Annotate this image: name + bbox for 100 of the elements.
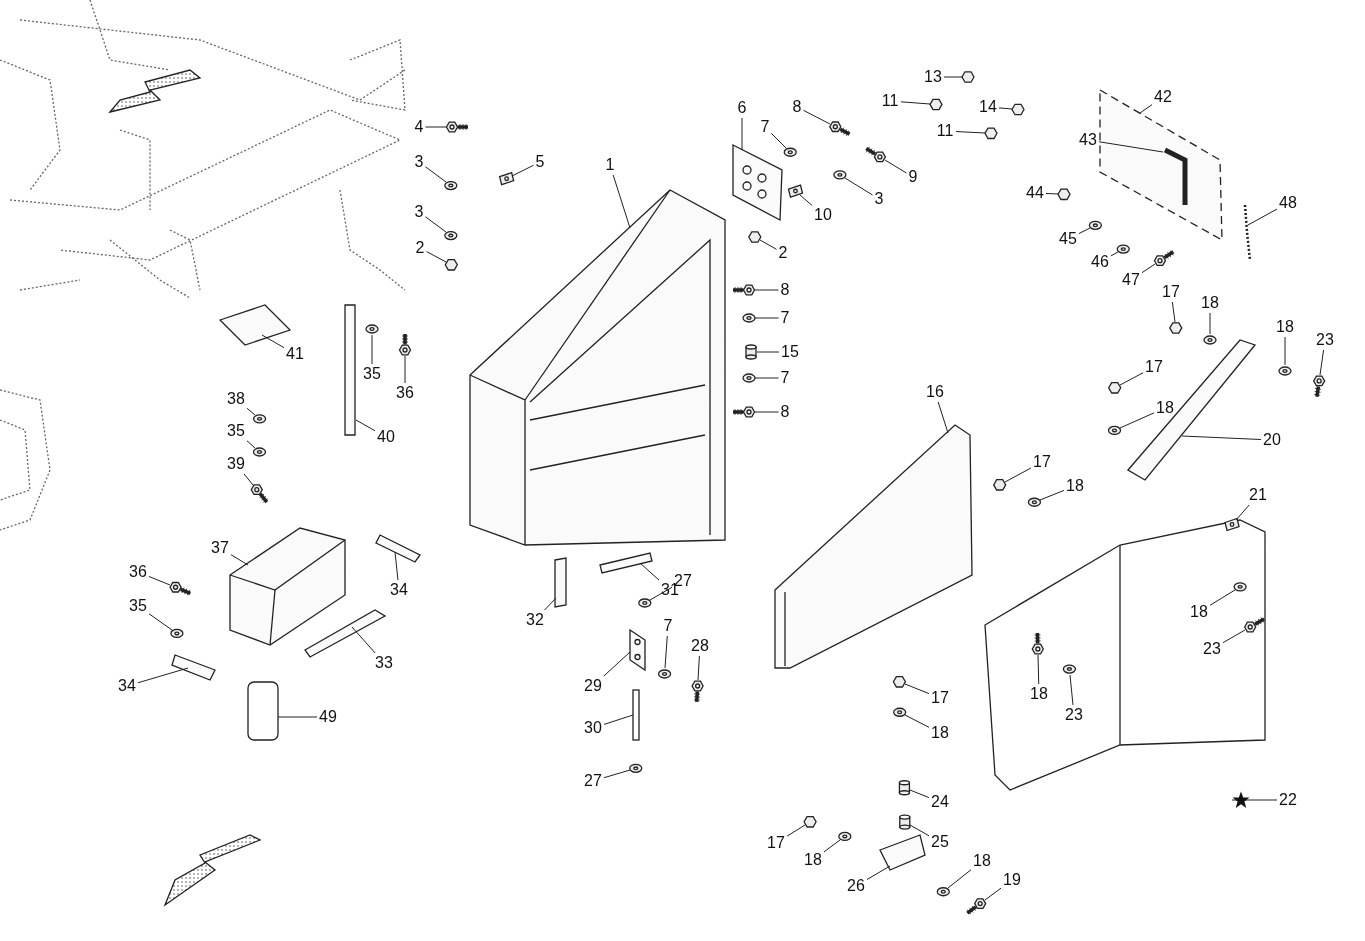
callout-number: 42 bbox=[1154, 88, 1172, 106]
leader-line bbox=[1110, 251, 1119, 257]
leader-line bbox=[1119, 412, 1155, 429]
washer-icon bbox=[1107, 425, 1122, 436]
callout-number: 6 bbox=[737, 99, 747, 117]
bolt-icon bbox=[733, 406, 756, 418]
washer-icon bbox=[742, 373, 756, 383]
callout-number: 25 bbox=[931, 833, 949, 851]
callout-number: 48 bbox=[1279, 194, 1297, 212]
strip-drawing bbox=[344, 304, 356, 436]
clamp-plate-drawing bbox=[375, 534, 421, 563]
leader-line bbox=[603, 769, 631, 779]
leader-line bbox=[148, 575, 171, 586]
washer-icon bbox=[833, 170, 847, 180]
callout-number: 7 bbox=[780, 369, 790, 387]
leader-line bbox=[246, 440, 256, 449]
callout-number: 18 bbox=[1066, 477, 1084, 495]
callout-number: 28 bbox=[691, 637, 709, 655]
leader-line bbox=[612, 174, 631, 229]
callout-number: 36 bbox=[129, 563, 147, 581]
washer-icon bbox=[252, 447, 267, 457]
callout-number: 47 bbox=[1122, 271, 1140, 289]
spacer-icon bbox=[745, 344, 757, 360]
leader-line bbox=[1139, 104, 1153, 114]
bolt-icon bbox=[733, 284, 756, 296]
leader-line bbox=[243, 473, 254, 486]
callout-number: 35 bbox=[363, 365, 381, 383]
leader-line bbox=[1119, 372, 1144, 386]
leader-line bbox=[1078, 227, 1091, 234]
callout-number: 9 bbox=[908, 168, 918, 186]
callout-number: 17 bbox=[1162, 283, 1180, 301]
callout-number: 23 bbox=[1065, 706, 1083, 724]
washer-icon bbox=[629, 763, 643, 773]
callout-number: 18 bbox=[1201, 294, 1219, 312]
bolt-icon bbox=[250, 484, 269, 504]
leader-line bbox=[697, 655, 700, 681]
handle-drawing bbox=[1163, 147, 1188, 205]
callout-number: 20 bbox=[1263, 431, 1281, 449]
leader-line bbox=[759, 239, 777, 250]
door-drawing bbox=[774, 424, 973, 669]
mounting-plate-drawing bbox=[218, 304, 292, 346]
leader-line bbox=[1231, 799, 1278, 801]
callout-number: 16 bbox=[926, 383, 944, 401]
nut-icon bbox=[803, 815, 817, 828]
bolt-icon bbox=[1031, 632, 1045, 655]
clip-icon bbox=[1224, 517, 1240, 532]
leader-line bbox=[148, 613, 173, 631]
callout-number: 21 bbox=[1249, 486, 1267, 504]
bolt-icon bbox=[966, 898, 987, 915]
callout-number: 17 bbox=[1145, 358, 1163, 376]
washer-icon bbox=[1233, 582, 1247, 592]
leader-line bbox=[1235, 504, 1250, 521]
leader-line bbox=[803, 109, 831, 125]
bolt-icon bbox=[1153, 250, 1175, 267]
leader-line bbox=[1209, 589, 1236, 606]
callout-number: 18 bbox=[931, 724, 949, 742]
callout-number: 29 bbox=[584, 677, 602, 695]
leader-line bbox=[741, 117, 743, 151]
leader-line bbox=[756, 351, 780, 353]
callout-number: 7 bbox=[780, 309, 790, 327]
pin-drawing bbox=[632, 689, 640, 741]
asterisk-mark bbox=[1232, 791, 1250, 809]
callout-number: 24 bbox=[931, 793, 949, 811]
washer-icon bbox=[936, 887, 950, 897]
clip-icon bbox=[498, 171, 515, 186]
washer-icon bbox=[170, 628, 184, 639]
nut-icon bbox=[1107, 381, 1122, 394]
washer-icon bbox=[742, 313, 756, 323]
callout-number: 40 bbox=[377, 428, 395, 446]
leader-line bbox=[230, 554, 249, 566]
bolt-icon bbox=[691, 680, 704, 703]
bracket-drawing bbox=[1127, 339, 1257, 481]
clip-icon bbox=[787, 184, 804, 198]
leader-line bbox=[351, 626, 376, 654]
callout-number: 4 bbox=[414, 118, 424, 136]
callout-number: 2 bbox=[415, 239, 425, 257]
callout-number: 10 bbox=[814, 206, 832, 224]
callout-number: 41 bbox=[286, 345, 304, 363]
strip-drawing bbox=[554, 557, 567, 608]
washer-icon bbox=[444, 230, 458, 241]
leader-line bbox=[786, 824, 806, 837]
nut-icon bbox=[961, 71, 975, 83]
leader-line bbox=[544, 597, 557, 611]
callout-number: 1 bbox=[605, 156, 615, 174]
leader-line bbox=[823, 839, 841, 853]
leader-line bbox=[998, 107, 1013, 110]
nut-icon bbox=[992, 479, 1007, 491]
leader-line bbox=[955, 131, 986, 134]
callout-number: 2 bbox=[778, 244, 788, 262]
leader-line bbox=[603, 714, 634, 725]
mounting-frame-drawing bbox=[1099, 88, 1223, 242]
bolt-icon bbox=[445, 121, 468, 133]
callout-number: 43 bbox=[1079, 131, 1097, 149]
nut-icon bbox=[984, 127, 998, 140]
washer-icon bbox=[252, 414, 267, 424]
callout-number: 17 bbox=[767, 834, 785, 852]
callout-number: 11 bbox=[881, 92, 899, 110]
leader-line bbox=[1039, 489, 1065, 501]
callout-number: 18 bbox=[1276, 318, 1294, 336]
washer-icon bbox=[1116, 244, 1130, 254]
